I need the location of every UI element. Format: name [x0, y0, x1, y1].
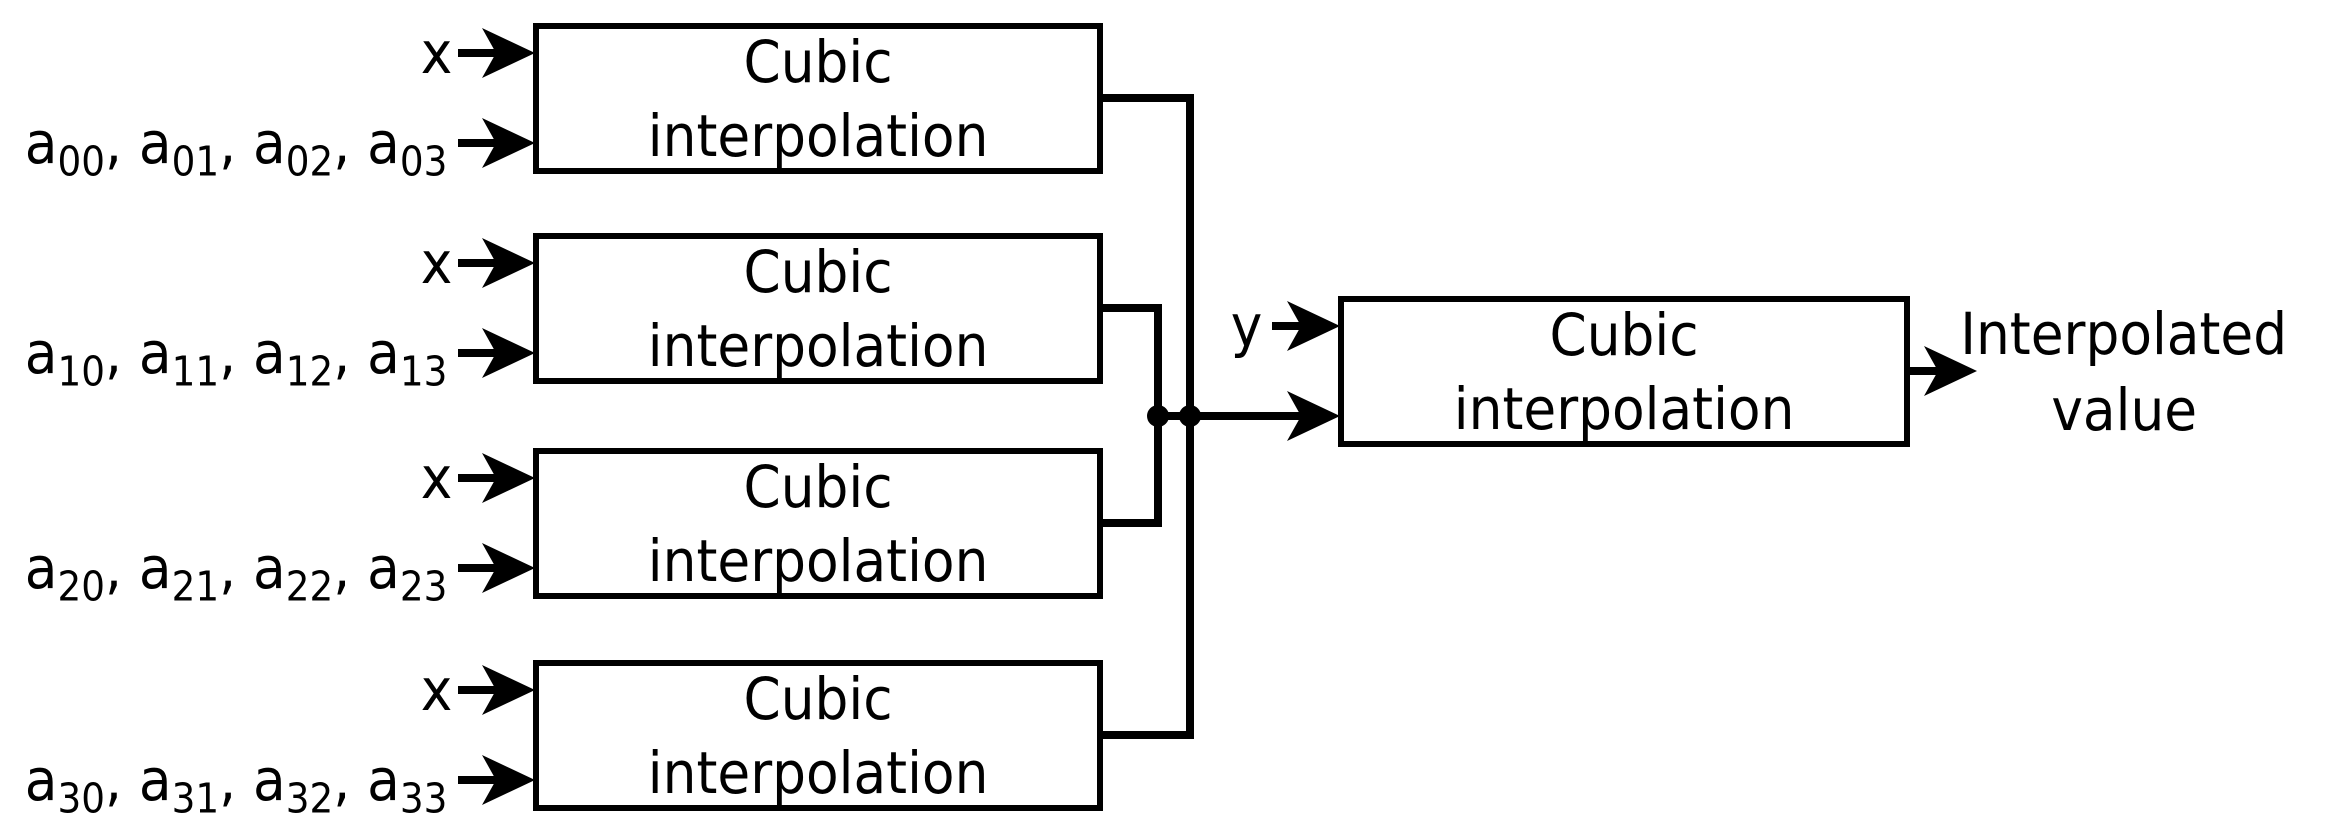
coeff-input-text: a00, a01, a02, a03: [24, 109, 447, 186]
x-input-label-row1: x: [252, 13, 452, 93]
coeff-input-arrowhead-row2: [482, 328, 535, 378]
solid-group: [482, 28, 1977, 805]
coeff-input-label-row2: a10, a11, a12, a13: [0, 305, 447, 401]
x-input-arrowhead-row4: [482, 665, 535, 715]
block-label-line: Cubic: [743, 664, 893, 733]
x-input-text: x: [420, 19, 452, 87]
junction-dot-inner: [1147, 405, 1169, 427]
coeff-input-label-row1: a00, a01, a02, a03: [0, 95, 447, 191]
cubic-interpolation-block-1: Cubic interpolation: [533, 23, 1103, 174]
y-input-label: y: [1102, 286, 1262, 366]
main-input-arrowhead: [1287, 391, 1340, 441]
block-label-line: Cubic: [743, 27, 893, 96]
output-label-line: value: [2051, 376, 2197, 444]
coeff-input-arrowhead-row4: [482, 755, 535, 805]
coeff-input-text: a30, a31, a32, a33: [24, 746, 447, 823]
y-input-text: y: [1230, 292, 1262, 360]
coeff-input-text: a20, a21, a22, a23: [24, 534, 447, 611]
block-label-line: Cubic: [743, 452, 893, 521]
y-input-arrowhead: [1287, 301, 1340, 351]
cubic-interpolation-block-2: Cubic interpolation: [533, 233, 1103, 384]
x-input-arrowhead-row2: [482, 238, 535, 288]
coeff-input-label-row3: a20, a21, a22, a23: [0, 520, 447, 616]
cubic-interpolation-block-4: Cubic interpolation: [533, 660, 1103, 811]
block-label-line: interpolation: [647, 101, 989, 170]
coeff-input-label-row4: a30, a31, a32, a33: [0, 732, 447, 828]
output-label-line: Interpolated: [1960, 300, 2288, 368]
x-input-arrowhead-row3: [482, 453, 535, 503]
output-arrowhead: [1924, 346, 1977, 396]
x-input-text: x: [420, 229, 452, 297]
block-label-line: interpolation: [647, 311, 989, 380]
x-input-label-row2: x: [252, 223, 452, 303]
coeff-input-arrowhead-row3: [482, 543, 535, 593]
block-label-line: Cubic: [743, 237, 893, 306]
coeff-input-arrowhead-row1: [482, 118, 535, 168]
block-label-line: Cubic: [1549, 300, 1699, 369]
x-input-label-row3: x: [252, 438, 452, 518]
cubic-interpolation-block-3: Cubic interpolation: [533, 448, 1103, 599]
x-input-arrowhead-row1: [482, 28, 535, 78]
junction-dot-outer: [1179, 405, 1201, 427]
final-cubic-interpolation-block: Cubic interpolation: [1338, 296, 1910, 447]
coeff-input-text: a10, a11, a12, a13: [24, 319, 447, 396]
block-label-line: interpolation: [1453, 374, 1795, 443]
block-label-line: interpolation: [647, 738, 989, 807]
x-input-label-row4: x: [252, 650, 452, 730]
x-input-text: x: [420, 656, 452, 724]
block-label-line: interpolation: [647, 526, 989, 595]
output-label: Interpolated value: [1938, 296, 2310, 448]
x-input-text: x: [420, 444, 452, 512]
